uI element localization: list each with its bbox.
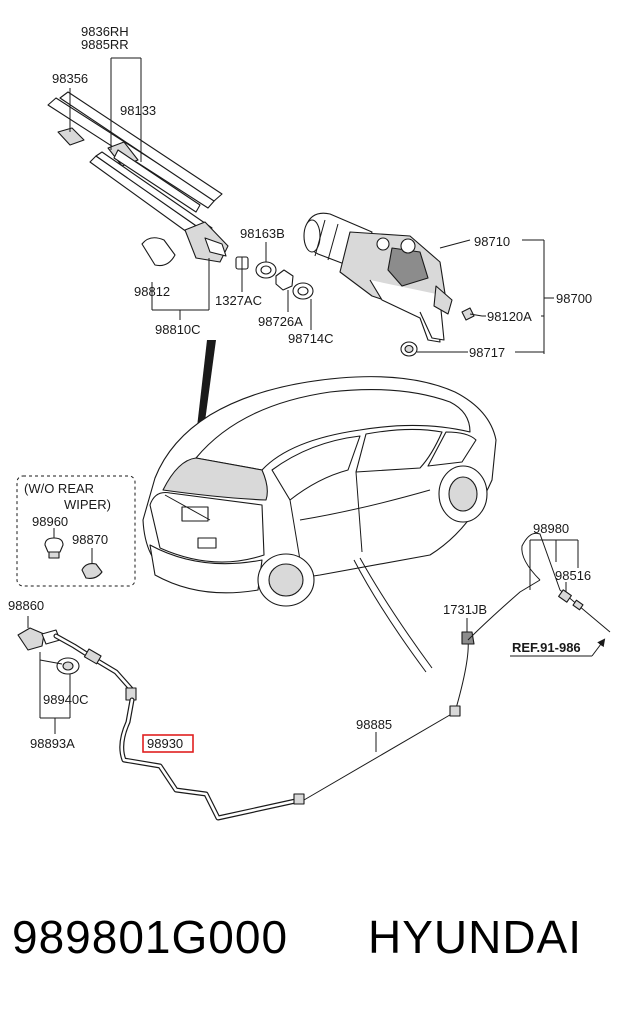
washer-nozzle-assembly xyxy=(17,616,80,734)
label-98710: 98710 xyxy=(474,234,510,249)
label-98133: 98133 xyxy=(120,103,156,118)
leader-lines-upper xyxy=(69,57,554,354)
wiper-blade-assembly xyxy=(47,91,229,267)
label-wo-rear: (W/O REAR xyxy=(24,481,94,496)
parts-diagram: 9836RH 9885RR 98356 98133 98163B 98812 1… xyxy=(8,24,611,821)
label-98870: 98870 xyxy=(72,532,108,547)
vehicle-illustration xyxy=(142,340,497,673)
washer-hose-lines xyxy=(53,532,611,821)
label-ref: REF.91-986 xyxy=(512,640,581,655)
label-98980: 98980 xyxy=(533,521,569,536)
label-98726a: 98726A xyxy=(258,314,303,329)
label-1731jb: 1731JB xyxy=(443,602,487,617)
label-98516: 98516 xyxy=(555,568,591,583)
label-9885rr: 9885RR xyxy=(81,37,129,52)
part-number: 989801G000 xyxy=(12,911,289,963)
label-9836rh: 9836RH xyxy=(81,24,129,39)
label-98163b: 98163B xyxy=(240,226,285,241)
label-98717: 98717 xyxy=(469,345,505,360)
label-98930: 98930 xyxy=(147,736,183,751)
label-98885: 98885 xyxy=(356,717,392,732)
label-98714c: 98714C xyxy=(288,331,334,346)
label-98356: 98356 xyxy=(52,71,88,86)
wiper-motor-assembly xyxy=(303,212,483,357)
pivot-hardware xyxy=(235,256,314,300)
label-98812: 98812 xyxy=(134,284,170,299)
brand-name: HYUNDAI xyxy=(368,911,583,963)
without-rear-wiper-box xyxy=(16,475,136,587)
label-98810c: 98810C xyxy=(155,322,201,337)
label-98120a: 98120A xyxy=(487,309,532,324)
label-wiper: WIPER) xyxy=(64,497,111,512)
label-98940c: 98940C xyxy=(43,692,89,707)
label-98700: 98700 xyxy=(556,291,592,306)
label-98960: 98960 xyxy=(32,514,68,529)
part-labels: 9836RH 9885RR 98356 98133 98163B 98812 1… xyxy=(8,24,592,753)
label-1327ac: 1327AC xyxy=(215,293,262,308)
label-98893a: 98893A xyxy=(30,736,75,751)
label-98860: 98860 xyxy=(8,598,44,613)
leader-lines-lower xyxy=(375,539,606,752)
footer: 989801G000 HYUNDAI xyxy=(0,900,620,980)
highlight-98930 xyxy=(142,734,194,753)
